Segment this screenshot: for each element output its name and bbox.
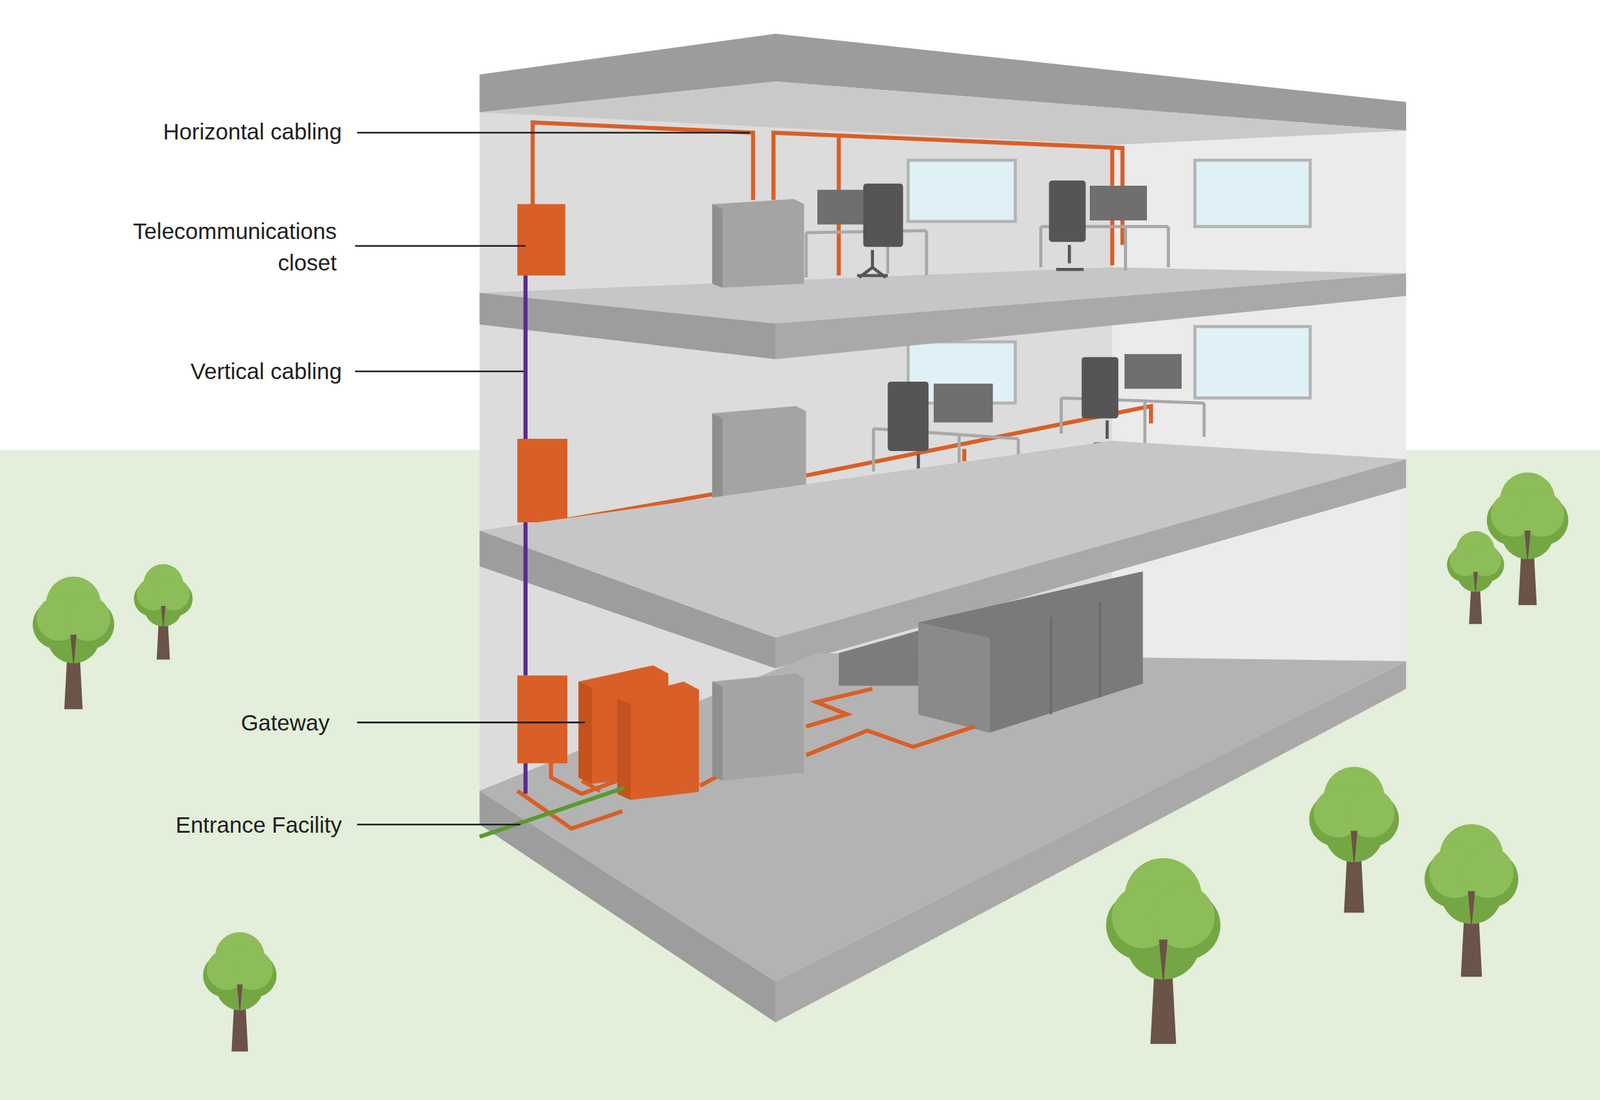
callout-label: Vertical cabling [0,355,342,387]
callout-label: Horizontal cabling [0,115,342,148]
callout-label: Telecommunications closet [79,215,337,279]
callout-label: Gateway [0,706,330,739]
callout-label: Entrance Facility [0,808,342,841]
